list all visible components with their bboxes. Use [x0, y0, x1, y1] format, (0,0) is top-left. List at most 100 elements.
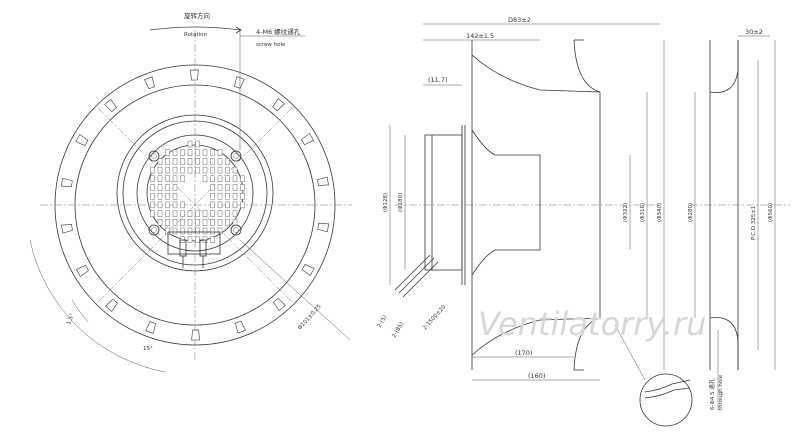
grill-opening — [210, 175, 215, 183]
mounting-slots — [60, 69, 330, 341]
terminal-box — [167, 231, 221, 255]
grill-opening — [195, 166, 200, 174]
grill-opening — [165, 201, 170, 209]
mounting-slot — [191, 329, 200, 341]
grill-opening — [157, 192, 163, 200]
grill-opening — [150, 201, 155, 209]
grill-opening — [172, 227, 178, 235]
grill-opening — [225, 175, 230, 183]
grill-opening — [165, 149, 170, 156]
grill-opening — [180, 158, 185, 165]
grill-opening — [157, 184, 163, 191]
watermark-logo: Ventilatorry.ru — [478, 305, 706, 343]
dim-phi180-label: (Φ180) — [398, 193, 404, 212]
inlet-ring-bottom — [573, 317, 601, 371]
hub-screw-hole-inner — [233, 153, 239, 159]
grill-opening — [225, 210, 230, 217]
grill-opening — [172, 158, 178, 165]
mounting-slot — [301, 264, 315, 276]
grill-opening — [210, 184, 215, 191]
screw-label-cn: 4-M6 螺纹通孔 — [256, 27, 301, 36]
pcd-leader — [239, 239, 351, 341]
grill-opening — [217, 184, 223, 191]
grill-opening — [172, 175, 178, 183]
grill-opening — [165, 219, 170, 226]
hub-screw-hole — [230, 224, 242, 236]
dim-pcd-label: P.C.D 325±1 — [751, 206, 757, 240]
grill-opening — [217, 166, 223, 174]
grill-opening — [225, 166, 230, 174]
impeller-top-curve — [471, 54, 601, 93]
grill-opening — [180, 210, 185, 217]
grill-opening — [210, 236, 215, 243]
grill-opening — [225, 192, 230, 200]
grill-opening — [187, 219, 193, 226]
grill-opening — [225, 184, 230, 191]
grill-opening — [240, 184, 245, 191]
mounting-slot — [105, 298, 118, 312]
grill-opening — [187, 166, 193, 174]
detail-profile — [644, 387, 691, 399]
detail-profile — [644, 379, 691, 393]
dim-d83-label: D83±2 — [508, 16, 531, 24]
mounting-slot — [301, 133, 315, 145]
grill-opening — [180, 227, 185, 235]
impeller-hub — [471, 129, 541, 276]
grill-opening — [195, 227, 200, 235]
inlet-ring-view: 30±2 (Φ280) P.C.D 325±1 (Φ560) 6-Φ4.5 通孔… — [688, 28, 790, 410]
grill-opening — [232, 210, 238, 217]
angle-arc — [29, 239, 166, 373]
rotation-label-en: Rotation — [184, 32, 208, 38]
hole-label-en: through hole — [718, 374, 724, 410]
hub-screw-hole-inner — [151, 227, 157, 233]
mounting-slot — [235, 320, 246, 334]
grill-opening — [195, 219, 200, 226]
rotation-arrow-head — [235, 26, 242, 34]
ring-bottom — [709, 317, 739, 370]
grill-opening — [165, 166, 170, 174]
grill-opening — [232, 192, 238, 200]
grill-opening — [210, 149, 215, 156]
grill-opening — [210, 210, 215, 217]
mounting-slot — [145, 321, 156, 334]
grill-opening — [202, 166, 208, 174]
grill-opening — [150, 192, 155, 200]
grill-opening — [180, 201, 185, 209]
angle-small-label: 1.5° — [66, 313, 76, 326]
center-line-diag2 — [97, 107, 293, 303]
grill-opening — [187, 140, 193, 148]
cable-dim-2: 2-(85) — [392, 321, 406, 339]
angle-arc-small — [71, 299, 89, 323]
inlet-ring-top — [573, 39, 601, 93]
grill-opening — [232, 166, 238, 174]
dim-phi280-label: (Φ280) — [688, 203, 694, 222]
mounting-slot — [190, 69, 199, 81]
grill-opening — [240, 175, 245, 183]
grill-opening — [225, 201, 230, 209]
grill-opening — [180, 166, 185, 174]
cable-side — [398, 257, 435, 294]
grill-opening — [157, 219, 163, 226]
grill-opening — [232, 219, 238, 226]
grill-opening — [157, 175, 163, 183]
dim-160-label: (160) — [528, 372, 545, 380]
grill-opening — [187, 158, 193, 165]
cable-side — [394, 254, 431, 291]
grill-opening — [150, 175, 155, 183]
detail-leader — [614, 324, 646, 381]
grill-opening — [232, 175, 238, 183]
grill-opening — [217, 192, 223, 200]
grill-opening — [217, 149, 223, 156]
motor-grill — [150, 140, 245, 243]
grill-opening — [217, 201, 223, 209]
dim-117-label: (11.7) — [428, 76, 448, 84]
mounting-slot — [104, 98, 117, 112]
grill-opening — [165, 184, 170, 191]
grill-opening — [172, 184, 178, 191]
grill-opening — [202, 158, 208, 165]
grill-opening — [172, 201, 178, 209]
grill-opening — [180, 219, 185, 226]
grill-opening — [187, 210, 193, 217]
cable-dim-1: 2-(5) — [377, 314, 389, 329]
dim-phi316-label: (Φ316) — [640, 203, 646, 222]
